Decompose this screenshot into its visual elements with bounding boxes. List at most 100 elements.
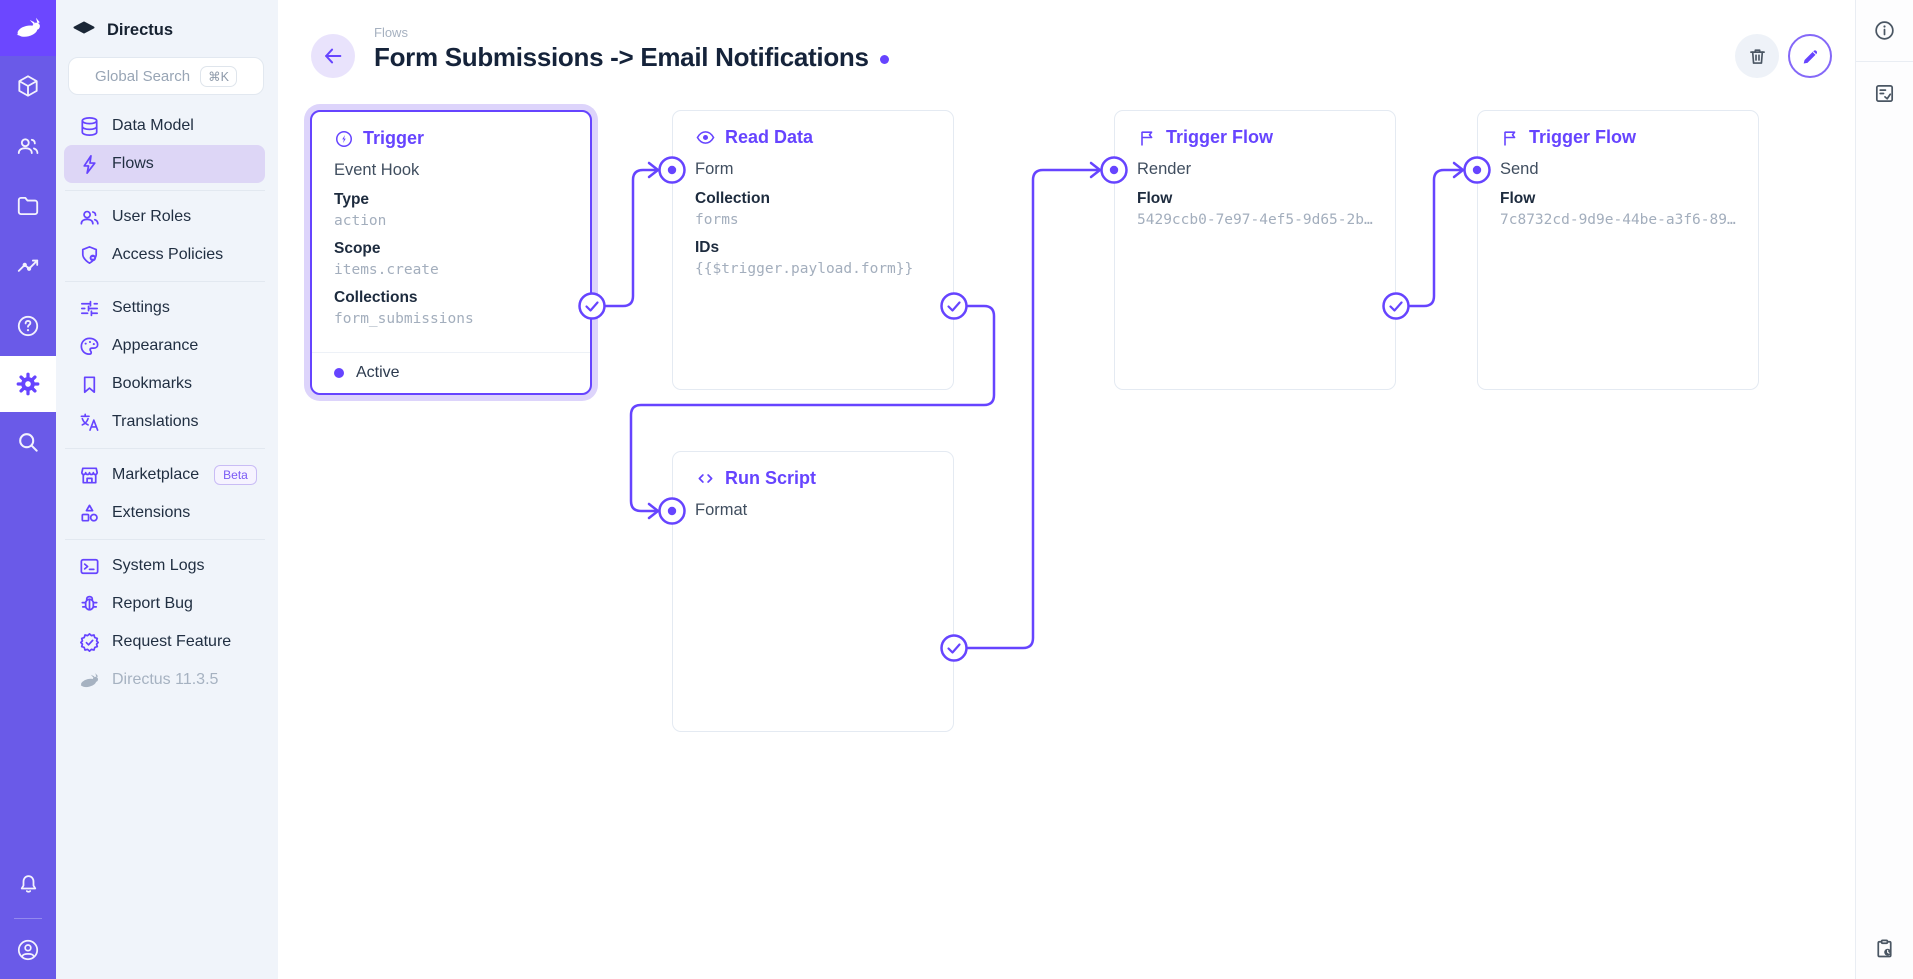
sidebar-item-label: Access Policies	[112, 246, 224, 263]
arrowhead-icon	[1089, 161, 1102, 179]
sidebar-item-label: System Logs	[112, 557, 205, 574]
notifications-button[interactable]	[0, 856, 56, 912]
breadcrumb[interactable]: Flows	[374, 25, 408, 40]
sidebar-item-label: Marketplace	[112, 466, 200, 483]
folder-icon	[17, 196, 39, 216]
field-value: form_submissions	[334, 311, 474, 327]
people-icon	[80, 210, 99, 225]
eye-icon	[696, 131, 715, 144]
field-label: Flow	[1500, 190, 1536, 207]
sidebar-divider	[65, 539, 265, 540]
page-title: Form Submissions -> Email Notifications	[374, 42, 869, 72]
doc-check-icon	[1875, 84, 1894, 102]
flow-card-run-script[interactable]: Run Script Format	[672, 451, 954, 732]
wire-run-script-to-render	[965, 168, 1100, 650]
module-docs[interactable]	[0, 296, 56, 356]
wire-render-to-send	[1407, 168, 1463, 308]
card-name: Format	[695, 501, 748, 519]
sidebar-item-translations[interactable]: Translations	[64, 403, 265, 441]
arrowhead-icon	[647, 502, 660, 520]
code-icon	[698, 474, 713, 483]
module-users[interactable]	[0, 116, 56, 176]
card-name: Form	[695, 160, 734, 178]
card-type-label: Run Script	[725, 468, 817, 488]
project-header[interactable]: Directus	[56, 0, 278, 42]
card-type-header: Read Data	[695, 127, 931, 148]
flag-icon	[1504, 130, 1516, 145]
global-search-input[interactable]: Global Search ⌘K	[68, 57, 264, 95]
card-body: Trigger Flow Render Flow 5429ccb0-7e97-4…	[1115, 111, 1395, 244]
clipboard-clock-icon	[1877, 938, 1892, 957]
insights-icon	[17, 259, 39, 272]
sidebar-item-marketplace[interactable]: Marketplace Beta	[64, 456, 265, 494]
search-icon	[19, 433, 38, 452]
sidebar-divider	[65, 448, 265, 449]
field-value: 7c8732cd-9d9e-44be-a3f6-89…	[1500, 212, 1736, 228]
account-button[interactable]	[0, 925, 56, 975]
card-type-header: Trigger Flow	[1500, 127, 1736, 148]
sidebar-item-label: Data Model	[112, 117, 194, 134]
field-value: 5429ccb0-7e97-4ef5-9d65-2b…	[1137, 212, 1373, 228]
flow-canvas[interactable]: Trigger Event Hook Type action Scope ite…	[278, 0, 1855, 979]
flow-card-trigger-flow-send[interactable]: Trigger Flow Send Flow 7c8732cd-9d9e-44b…	[1477, 110, 1759, 390]
card-body: Trigger Event Hook Type action Scope ite…	[312, 112, 590, 343]
pencil-icon	[1803, 49, 1817, 63]
field-label: Type	[334, 191, 370, 208]
sidebar-item-system-logs[interactable]: System Logs	[64, 547, 265, 585]
validation-panel-button[interactable]	[1856, 62, 1913, 124]
flow-card-trigger[interactable]: Trigger Event Hook Type action Scope ite…	[310, 110, 592, 395]
sidebar-item-label: User Roles	[112, 208, 192, 225]
arrowhead-icon	[1452, 161, 1465, 179]
sidebar-item-label: Settings	[112, 299, 170, 316]
module-files[interactable]	[0, 176, 56, 236]
sidebar-item-label: Extensions	[112, 504, 191, 521]
sidebar-item-access-policies[interactable]: Access Policies	[64, 236, 265, 274]
sidebar-item-request-feature[interactable]: Request Feature	[64, 623, 265, 661]
card-name: Render	[1137, 160, 1192, 178]
help-icon	[17, 315, 39, 337]
directus-rabbit-icon	[16, 17, 40, 37]
module-settings[interactable]	[0, 356, 56, 412]
card-body: Trigger Flow Send Flow 7c8732cd-9d9e-44b…	[1478, 111, 1758, 244]
project-logo-icon	[73, 21, 95, 34]
search-shortcut-badge: ⌘K	[200, 65, 237, 87]
right-sidebar-spacer	[1856, 124, 1913, 917]
sidebar-item-report-bug[interactable]: Report Bug	[64, 585, 265, 623]
card-type-label: Trigger	[363, 128, 425, 148]
sidebar-item-label: Flows	[112, 155, 154, 172]
beta-badge: Beta	[214, 465, 257, 485]
bolt-circle-icon	[336, 130, 352, 147]
sidebar-item-user-roles[interactable]: User Roles	[64, 198, 265, 236]
flow-card-read-data[interactable]: Read Data Form Collection forms IDs {{$t…	[672, 110, 954, 390]
wire-trigger-to-read-data	[603, 168, 658, 308]
title-block: Flows Form Submissions -> Email Notifica…	[374, 25, 889, 73]
sidebar-divider	[65, 281, 265, 282]
flow-card-trigger-flow-render[interactable]: Trigger Flow Render Flow 5429ccb0-7e97-4…	[1114, 110, 1396, 390]
sidebar-item-version: Directus 11.3.5	[64, 661, 265, 699]
storefront-icon	[80, 466, 99, 484]
info-button[interactable]	[1856, 0, 1913, 62]
card-type-header: Run Script	[695, 468, 931, 489]
module-content[interactable]	[0, 56, 56, 116]
back-button[interactable]	[311, 34, 355, 78]
sidebar-item-data-model[interactable]: Data Model	[64, 107, 265, 145]
field-value: forms	[695, 212, 739, 228]
field-label: Scope	[334, 240, 381, 257]
directus-logo[interactable]	[0, 0, 56, 56]
version-label: Directus 11.3.5	[112, 671, 219, 688]
shapes-icon	[81, 503, 98, 522]
delete-flow-button[interactable]	[1735, 34, 1779, 78]
sidebar-item-bookmarks[interactable]: Bookmarks	[64, 365, 265, 403]
sidebar-item-flows[interactable]: Flows	[64, 145, 265, 183]
field-label: IDs	[695, 239, 720, 256]
sidebar-item-settings[interactable]: Settings	[64, 289, 265, 327]
activity-log-button[interactable]	[1856, 917, 1913, 979]
sidebar-item-appearance[interactable]: Appearance	[64, 327, 265, 365]
module-insights[interactable]	[0, 236, 56, 296]
module-search[interactable]	[0, 412, 56, 472]
module-bar	[0, 0, 56, 979]
bookmark-icon	[83, 375, 96, 393]
edit-flow-button[interactable]	[1788, 34, 1832, 78]
sidebar-item-label: Translations	[112, 413, 199, 430]
sidebar-item-extensions[interactable]: Extensions	[64, 494, 265, 532]
